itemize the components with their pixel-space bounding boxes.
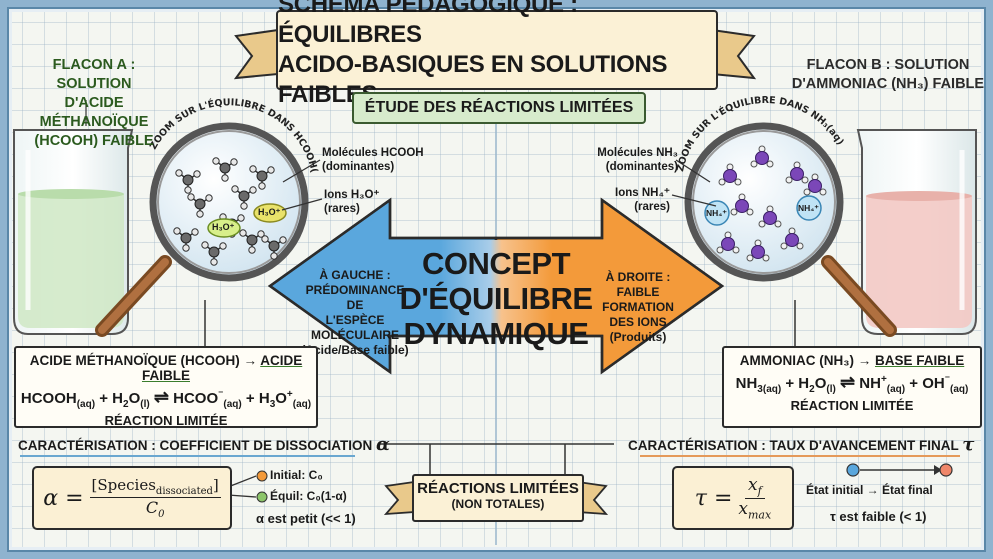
nh4-tag-1: NH₄⁺ — [706, 208, 727, 218]
base-equation-box: AMMONIAC (NH₃) → BASE FAIBLE NH3(aq) + H… — [722, 346, 982, 428]
nh4-ion-markers — [704, 195, 822, 226]
right-note: À DROITE : FAIBLE FORMATION DES IONS (Pr… — [602, 270, 674, 344]
nh3-molecule — [718, 163, 742, 186]
tau-states: État initial → État final — [806, 483, 933, 497]
acid-footer: RÉACTION LIMITÉE — [104, 413, 228, 428]
h3o-ions-label: Ions H₃O⁺ (rares) — [324, 189, 380, 215]
tau-formula-box: τ = xf xmax — [672, 466, 794, 530]
bottom-banner: RÉACTIONS LIMITÉES (NON TOTALES) — [412, 474, 584, 522]
flask-b-beaker — [856, 129, 977, 335]
nh3-molecule — [716, 231, 740, 254]
hcooh-molecule — [231, 185, 257, 210]
base-header: AMMONIAC (NH₃) → BASE FAIBLE — [739, 353, 965, 368]
subtitle-banner: ÉTUDE DES RÉACTIONS LIMITÉES — [352, 92, 646, 124]
hcooh-molecule — [201, 241, 227, 266]
nh3-molecule — [730, 193, 754, 216]
hcooh-molecule — [239, 229, 265, 254]
title-line1: SCHÉMA PÉDAGOGIQUE : ÉQUILIBRES — [278, 0, 578, 48]
title-banner: SCHÉMA PÉDAGOGIQUE : ÉQUILIBRES ACIDO-BA… — [276, 0, 718, 108]
alpha-note: α est petit (<< 1) — [256, 511, 356, 526]
arrow-blend — [440, 240, 552, 334]
alpha-initial: Initial: C₀ — [270, 468, 323, 482]
acid-header: ACIDE MÉTHANOÏQUE (HCOOH) → ACIDE FAIBLE — [29, 353, 303, 383]
nh3-molecule — [780, 227, 804, 250]
left-note: À GAUCHE : PRÉDOMINANCE DE L'ESPÈCE MOLÉ… — [301, 268, 409, 357]
base-equation: NH3(aq) + H2O(l) ⇌ NH+(aq) + OH⁻(aq) — [735, 372, 969, 395]
hcooh-molecule — [175, 169, 201, 194]
center-concept-title: CONCEPT D'ÉQUILIBRE DYNAMIQUE — [399, 246, 593, 351]
title-line2: ACIDO-BASIQUES EN SOLUTIONS FAIBLES — [278, 51, 668, 108]
base-footer: RÉACTION LIMITÉE — [790, 398, 914, 413]
nh3-molecule — [803, 173, 827, 196]
flask-b-title: FLACON B : SOLUTION D'AMMONIAC (NH₃) FAI… — [791, 57, 985, 92]
nh3-molecules — [716, 145, 827, 262]
alpha-equilibrium: Équil: C₀(1-α) — [270, 489, 347, 503]
hcooh-molecule — [261, 235, 287, 260]
nh3-molecules-label: Molécules NH₃ (dominantes) — [597, 147, 678, 173]
nh3-molecule — [746, 239, 770, 262]
hcooh-molecule — [187, 193, 213, 218]
nh3-molecule — [785, 161, 809, 184]
flask-a-title: FLACON A : SOLUTION D'ACIDE MÉTHANOÏQUE … — [34, 57, 154, 149]
nh3-molecule — [750, 145, 774, 168]
h3o-ion-markers — [207, 203, 287, 238]
h3o-tag-2: H₃O⁺ — [258, 207, 281, 217]
char-right-heading: CARACTÉRISATION : TAUX D'AVANCEMENT FINA… — [628, 434, 975, 455]
acid-equation-box: ACIDE MÉTHANOÏQUE (HCOOH) → ACIDE FAIBLE… — [14, 346, 318, 428]
h3o-tag-1: H₃O⁺ — [212, 222, 235, 232]
nh4-ions-label: Ions NH₄⁺ (rares) — [615, 187, 670, 213]
acid-equation: HCOOH(aq) + H2O(l) ⇌ HCOO⁻(aq) + H3O+(aq… — [20, 387, 312, 410]
hcooh-molecule — [249, 165, 275, 190]
char-left-heading: CARACTÉRISATION : COEFFICIENT DE DISSOCI… — [18, 434, 390, 455]
hcooh-molecule — [212, 157, 238, 182]
hcooh-molecule — [173, 227, 199, 252]
nh3-molecule — [758, 205, 782, 228]
nh4-tag-2: NH₄⁺ — [798, 203, 819, 213]
alpha-formula-box: α = [Speciesdissociated] C0 — [32, 466, 232, 530]
tau-note: τ est faible (< 1) — [830, 509, 927, 524]
flask-a-beaker — [13, 129, 134, 335]
hcooh-molecules-label: Molécules HCOOH (dominantes) — [322, 147, 424, 173]
